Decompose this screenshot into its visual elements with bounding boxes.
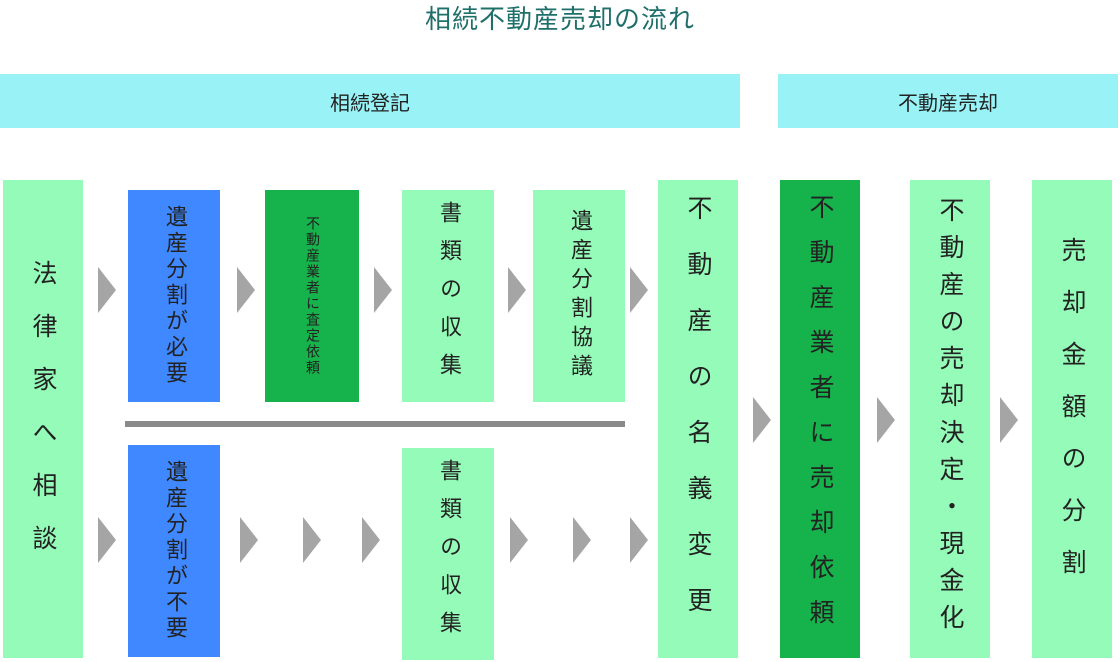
arrow-right-icon: [98, 517, 116, 563]
step-appraisal-request: 不動産業者に査定依頼: [265, 190, 359, 402]
step-consult-lawyer: 法律家へ相談: [3, 180, 83, 658]
arrow-right-icon: [510, 517, 528, 563]
step-collect-documents-upper: 書類の収集: [402, 190, 494, 402]
arrow-right-icon: [630, 267, 648, 313]
banner-real-estate-sale: 不動産売却: [778, 74, 1118, 128]
banner-inheritance-registration: 相続登記: [0, 74, 740, 128]
step-divide-proceeds: 売却金額の分割: [1032, 180, 1112, 658]
divider-line: [125, 421, 625, 427]
step-sale-decision-cash: 不動産の売却決定・現金化: [910, 180, 990, 658]
arrow-right-icon: [573, 517, 591, 563]
arrow-right-icon: [362, 517, 380, 563]
arrow-right-icon: [374, 267, 392, 313]
step-title-transfer: 不動産の名義変更: [658, 180, 738, 658]
arrow-right-icon: [240, 517, 258, 563]
arrow-right-icon: [753, 397, 771, 443]
step-sale-request: 不動産業者に売却依頼: [780, 180, 860, 658]
arrow-right-icon: [630, 517, 648, 563]
arrow-right-icon: [877, 397, 895, 443]
step-division-required: 遺産分割が必要: [128, 190, 220, 402]
step-division-not-required: 遺産分割が不要: [128, 445, 220, 657]
step-collect-documents-lower: 書類の収集: [402, 448, 494, 660]
arrow-right-icon: [237, 267, 255, 313]
arrow-right-icon: [1000, 397, 1018, 443]
arrow-right-icon: [98, 267, 116, 313]
diagram-title: 相続不動産売却の流れ: [424, 5, 695, 35]
arrow-right-icon: [303, 517, 321, 563]
arrow-right-icon: [508, 267, 526, 313]
step-division-discussion: 遺産分割協議: [533, 190, 625, 402]
